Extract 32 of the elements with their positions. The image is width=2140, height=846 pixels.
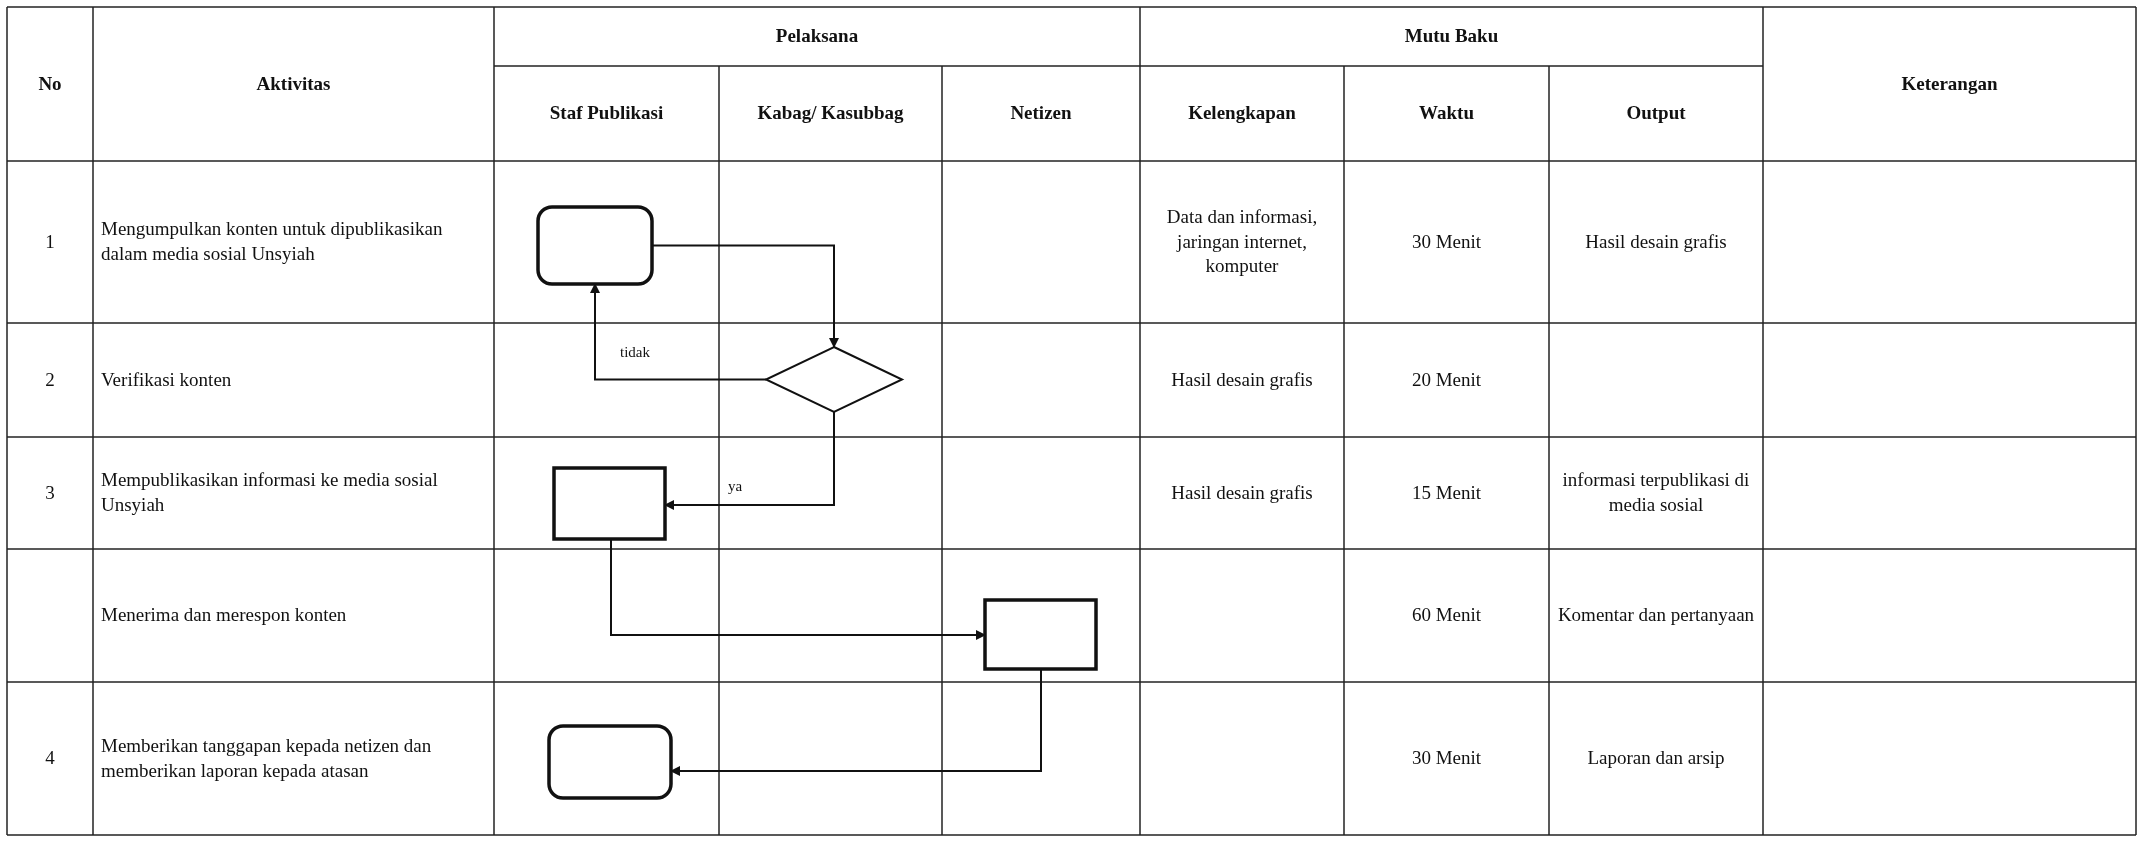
cell-text: informasi terpublikasi di media sosial [1561, 468, 1751, 517]
column-header: Output [1626, 101, 1686, 126]
column-header: Keterangan [1901, 71, 1998, 96]
cell-text: Laporan dan arsip [1587, 746, 1725, 771]
activity-text: Memberikan tanggapan kepada netizen dan memberikan laporan kepada atasan [101, 733, 433, 783]
cell-text: Komentar dan pertanyaan [1557, 603, 1755, 628]
cell-text: 60 Menit [1411, 603, 1482, 628]
column-header: Netizen [1010, 101, 1072, 126]
column-header: Staf Publikasi [549, 101, 664, 126]
activity-text: Menerima dan merespon konten [101, 603, 347, 628]
column-header: Aktivitas [256, 71, 331, 96]
cell-text: 30 Menit [1411, 746, 1482, 771]
cell-text: Data dan informasi, jaringan internet, komputer [1165, 204, 1319, 279]
cell-text: 30 Menit [1411, 229, 1482, 254]
column-header: Pelaksana [775, 24, 859, 49]
column-header: Kelengkapan [1188, 101, 1296, 126]
cell-text: 15 Menit [1411, 480, 1482, 505]
row-number: 4 [45, 746, 55, 771]
row-number: 3 [45, 480, 55, 505]
activity-text: Mengumpulkan konten untuk dipublikasikan dalam media sosial Unsyiah [101, 217, 444, 266]
column-header: Mutu Baku [1404, 24, 1499, 49]
cell-text: Hasil desain grafis [1585, 229, 1727, 254]
column-header: Kabag/ Kasubbag [757, 101, 904, 126]
activity-text: Verifikasi konten [101, 367, 232, 392]
row-number: 1 [45, 229, 55, 254]
row-number: 2 [45, 367, 55, 392]
cell-text: Hasil desain grafis [1171, 367, 1313, 392]
column-header: Waktu [1419, 101, 1474, 126]
activity-text: Mempublikasikan informasi ke media sosial Unsyiah [101, 468, 439, 517]
cell-text: Hasil desain grafis [1171, 480, 1313, 505]
cell-text: 20 Menit [1411, 367, 1482, 392]
column-header: No [38, 71, 62, 96]
